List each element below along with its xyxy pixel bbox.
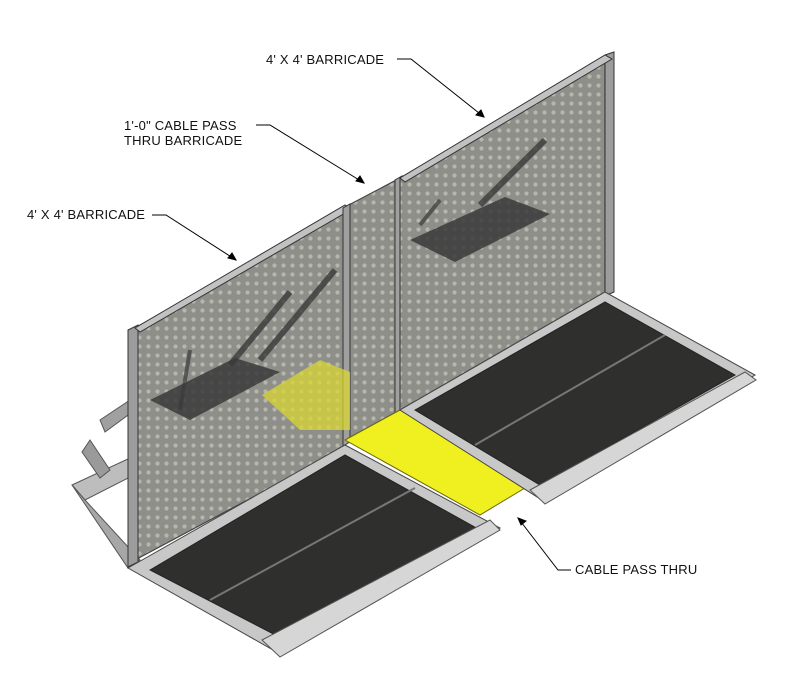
label-cable-pass-barricade: 1'-0" CABLE PASS THRU BARRICADE: [124, 118, 242, 148]
right-barricade-panel: [399, 51, 615, 412]
label-cable-pass-thru: CABLE PASS THRU: [575, 562, 697, 577]
label-left-barricade: 4' X 4' BARRICADE: [27, 207, 145, 222]
right-deck-platform: [399, 291, 757, 505]
leader-top-barricade: [397, 58, 485, 118]
label-top-barricade-text: 4' X 4' BARRICADE: [266, 52, 385, 67]
label-top-barricade: 4' X 4' BARRICADE: [266, 52, 384, 67]
leader-cable-pass-thru: [517, 517, 571, 571]
cable-pass-barricade-panel: [262, 175, 403, 447]
base-frame: [71, 399, 141, 569]
label-cable-pass-line2: THRU BARRICADE: [124, 133, 243, 148]
leader-lines: [152, 58, 571, 571]
leader-left-barricade: [152, 214, 237, 261]
leader-cable-pass-barricade: [256, 124, 365, 184]
label-cable-pass-line1: 1'-0" CABLE PASS: [124, 118, 237, 133]
label-left-barricade-text: 4' X 4' BARRICADE: [27, 207, 146, 222]
label-cable-pass-thru-text: CABLE PASS THRU: [575, 562, 698, 577]
left-deck-platform: [126, 444, 502, 658]
